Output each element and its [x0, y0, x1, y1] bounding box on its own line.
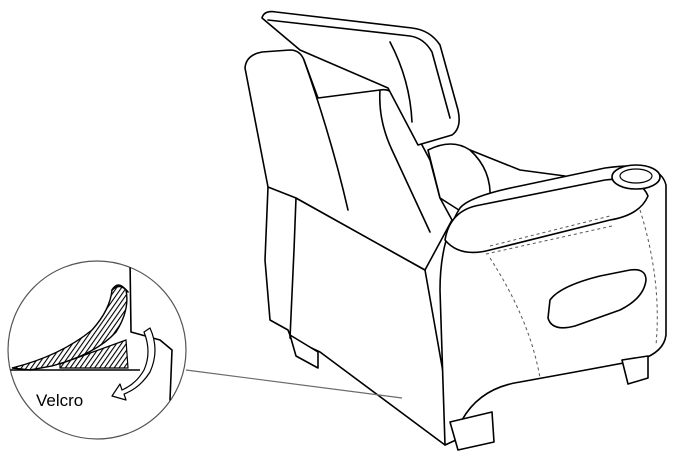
armrest-stitch	[489, 215, 611, 247]
backrest-inner-line	[303, 59, 349, 211]
headrest-front	[389, 41, 413, 123]
chair-headrest	[261, 10, 460, 146]
chair-foot-right	[621, 355, 649, 385]
velcro-strip-peeled	[11, 284, 128, 371]
peel-arrow-icon	[111, 327, 156, 401]
cup-holder-inner	[619, 168, 653, 184]
backrest-seam	[378, 89, 431, 233]
leader-line	[185, 369, 403, 399]
handle-cutout	[547, 268, 647, 329]
rear-panel	[469, 149, 566, 177]
chair-back-body	[289, 197, 456, 446]
velcro-detail-callout: Velcro	[7, 260, 187, 440]
velcro-curl-tip	[111, 285, 129, 293]
velcro-label: Velcro	[36, 391, 83, 410]
velcro-strip-base	[59, 339, 129, 369]
chair-foot-left	[289, 334, 319, 369]
armrest-top	[444, 178, 649, 254]
chair-foot-front	[449, 411, 495, 451]
skirt-panel	[129, 261, 173, 401]
headrest-seam	[267, 19, 451, 119]
recliner-chair	[244, 10, 667, 451]
armrest-contour-right	[639, 209, 658, 346]
